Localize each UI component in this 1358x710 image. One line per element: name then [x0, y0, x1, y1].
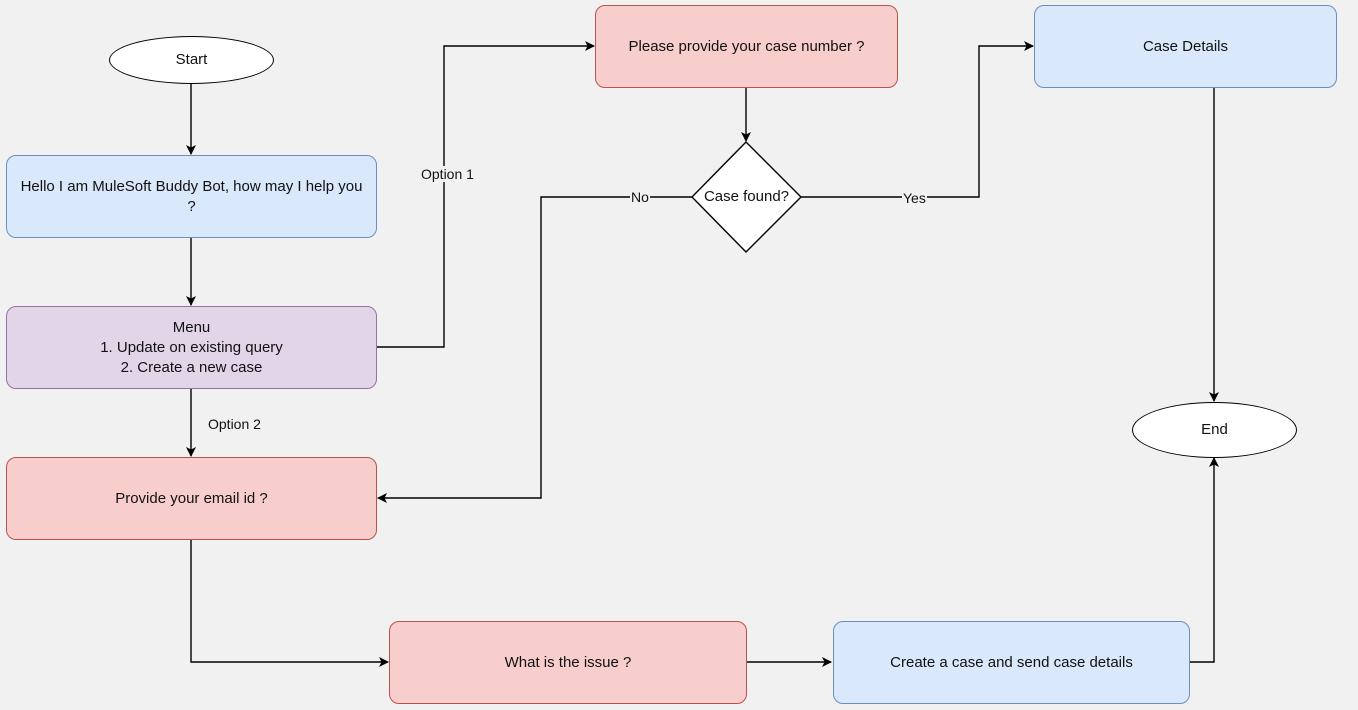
case-details-label: Case Details — [1142, 37, 1229, 55]
end-label: End — [1201, 421, 1228, 438]
email-label: Provide your email id ? — [115, 489, 268, 507]
case-details-node: Case Details — [1034, 5, 1337, 88]
edge-label-no: No — [630, 189, 650, 205]
menu-node: Menu 1. Update on existing query 2. Crea… — [6, 306, 377, 389]
edge-create-case-to-end — [1190, 457, 1219, 663]
start-label: Start — [175, 51, 208, 68]
edge-decision-no-to-email — [377, 196, 692, 503]
end-node: End — [1132, 402, 1297, 458]
create-case-label: Create a case and send case details — [890, 653, 1133, 671]
edge-menu-to-case-number — [377, 41, 595, 348]
edge-email-to-issue — [190, 540, 389, 667]
decision-label: Case found? — [703, 188, 790, 205]
menu-lines: Menu 1. Update on existing query 2. Crea… — [100, 318, 283, 378]
edge-label-option1: Option 1 — [420, 166, 475, 182]
greeting-label: Hello I am MuleSoft Buddy Bot, how may I… — [20, 177, 363, 215]
email-node: Provide your email id ? — [6, 457, 377, 540]
decision-diamond — [691, 141, 802, 253]
edge-label-yes: Yes — [902, 190, 927, 206]
issue-node: What is the issue ? — [389, 621, 747, 704]
issue-label: What is the issue ? — [504, 653, 632, 671]
menu-item-1: 1. Update on existing query — [100, 338, 283, 356]
edge-label-option2: Option 2 — [208, 416, 261, 432]
decision-label-box: Case found? — [692, 182, 801, 212]
case-number-label: Please provide your case number ? — [628, 37, 865, 55]
menu-item-2: 2. Create a new case — [120, 358, 263, 376]
greeting-node: Hello I am MuleSoft Buddy Bot, how may I… — [6, 155, 377, 238]
edge-decision-yes-to-case-details — [801, 41, 1034, 198]
create-case-node: Create a case and send case details — [833, 621, 1190, 704]
menu-title: Menu — [172, 318, 211, 336]
case-number-node: Please provide your case number ? — [595, 5, 898, 88]
start-node: Start — [109, 36, 274, 84]
